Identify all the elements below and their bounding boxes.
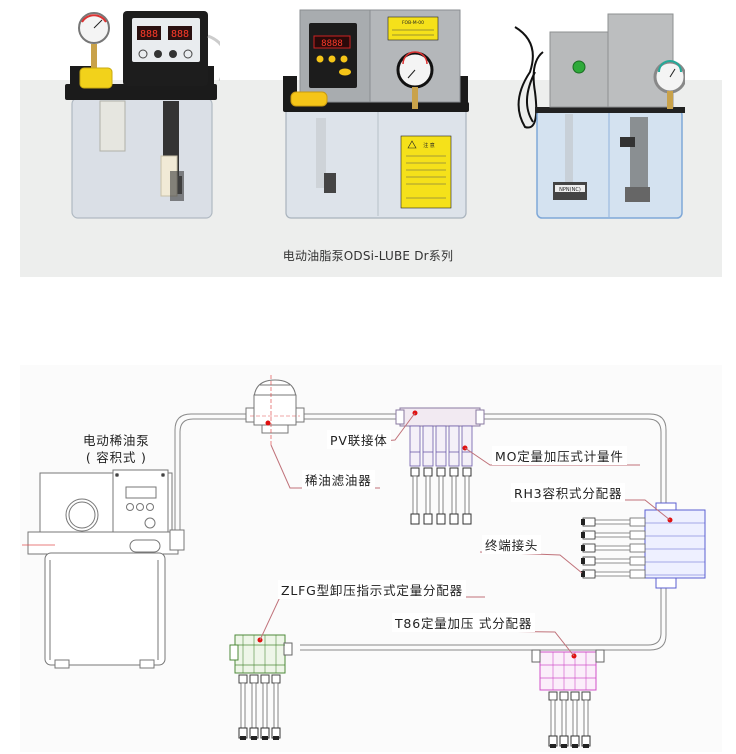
filter-drawing [245,379,305,434]
rh3-outlet-tube [594,532,631,538]
filter-marker [265,420,271,426]
t86-left-port [531,649,541,663]
label-filter: 稀油滤油器 [302,470,375,489]
mo-meter-body [448,425,460,467]
leader-mo [464,447,640,466]
mo-outlet-tube [425,475,431,515]
pv-connector-drawing [395,407,485,427]
pump1-display-left: 888 [140,29,158,40]
mo-fitting-bottom [462,513,472,525]
rh3-terminal-cap [581,558,585,564]
label-pump-subtitle: ( 容积式 ) [85,450,147,465]
zlfg-outlet-tube [262,682,268,729]
zlfg-cap [262,736,268,740]
mo-outlet-tube [464,475,470,515]
zlfg-inlet [283,642,293,656]
zlfg-cap [273,736,279,740]
rh3-terminal-cap [581,571,585,577]
t86-body [539,651,597,691]
mo-fitting-top [410,467,420,477]
t86-fitting-top [559,691,569,701]
main-pipe [174,413,667,651]
label-terminal-joint: 终端接头 [482,535,542,554]
mo-fitting-bottom [436,513,446,525]
zlfg-cap [240,736,246,740]
t86-cap [572,744,578,748]
mo-meter-body [409,425,421,467]
label-zlfg-distributor: ZLFG型卸压指示式定量分配器 [278,580,466,599]
pump3-float-label: NPN(NC) [559,187,581,193]
t86-fitting-top [581,691,591,701]
label-t86-distributor: T86定量加压 式分配器 [392,613,536,632]
t86-fitting-top [548,691,558,701]
rh3-outlet-tube [594,545,631,551]
rh3-fitting [629,517,646,527]
mo-fitting-top [462,467,472,477]
pump-photo-2: 8888 FOB-M-00 注 意 [278,8,473,223]
rh3-outlet-tube [594,558,631,564]
zlfg-outlet-tube [240,682,246,729]
rh3-outlet-tube [594,519,631,525]
rh3-fitting [629,530,646,540]
mo-fitting-top [423,467,433,477]
pump1-display-right: 888 [171,29,189,40]
t86-distributor [531,649,605,748]
zlfg-fitting-top [249,674,259,684]
rh3-outlet [655,577,677,589]
label-pump: 电动稀油泵 ( 容积式 ) [80,432,153,466]
rh3-fitting [629,556,646,566]
label-mo-meter: MO定量加压式计量件 [492,446,627,465]
rh3-terminal-cap [581,519,585,525]
mo-meter-body [461,425,473,467]
rh3-fitting [629,569,646,579]
rh3-body [644,509,706,579]
pump2-warning-title: 注 意 [423,142,435,149]
t86-cap [583,744,589,748]
zlfg-fitting-top [238,674,248,684]
rh3-terminal-cap [581,545,585,551]
label-pv-connector: PV联接体 [327,430,391,449]
mo-fitting-bottom [423,513,433,525]
zlfg-outlet-tube [251,682,257,729]
mo-outlet-tube [438,475,444,515]
zlfg-fitting-top [260,674,270,684]
pump-drawing [27,469,185,669]
mo-outlet-tube [412,475,418,515]
mo-outlet-tube [451,475,457,515]
t86-fitting-top [570,691,580,701]
product-caption: 电动油脂泵ODSi-LUBE Dr系列 [282,249,454,263]
pump-photo-1: 888 888 [60,6,220,221]
label-rh3-distributor: RH3容积式分配器 [511,483,626,502]
rh3-distributor [581,502,706,589]
zlfg-left-port [229,644,239,661]
mo-meter-body [422,425,434,467]
t86-outlet-tube [561,699,567,739]
rh3-terminal-cap [581,532,585,538]
mo-fitting-bottom [449,513,459,525]
t86-outlet-tube [572,699,578,739]
t86-cap [561,744,567,748]
zlfg-cap [251,736,257,740]
t86-right-port [595,649,605,663]
t86-cap [550,744,556,748]
mo-meter-units [409,425,473,525]
mo-meter-body [435,425,447,467]
pump2-display: 8888 [321,39,343,49]
mo-fitting-bottom [410,513,420,525]
zlfg-outlet-tube [273,682,279,729]
pump-photo-3: NPN(NC) [505,12,685,222]
pump2-label-top: FOB-M-00 [402,20,424,26]
zlfg-fitting-top [271,674,281,684]
mo-fitting-top [449,467,459,477]
t86-outlet-tube [583,699,589,739]
rh3-outlet-tube [594,571,631,577]
mo-fitting-top [436,467,446,477]
t86-outlet-tube [550,699,556,739]
label-pump-title: 电动稀油泵 [83,433,150,448]
zlfg-distributor [229,634,293,740]
rh3-fitting [629,543,646,553]
leader-terminal [479,551,583,574]
